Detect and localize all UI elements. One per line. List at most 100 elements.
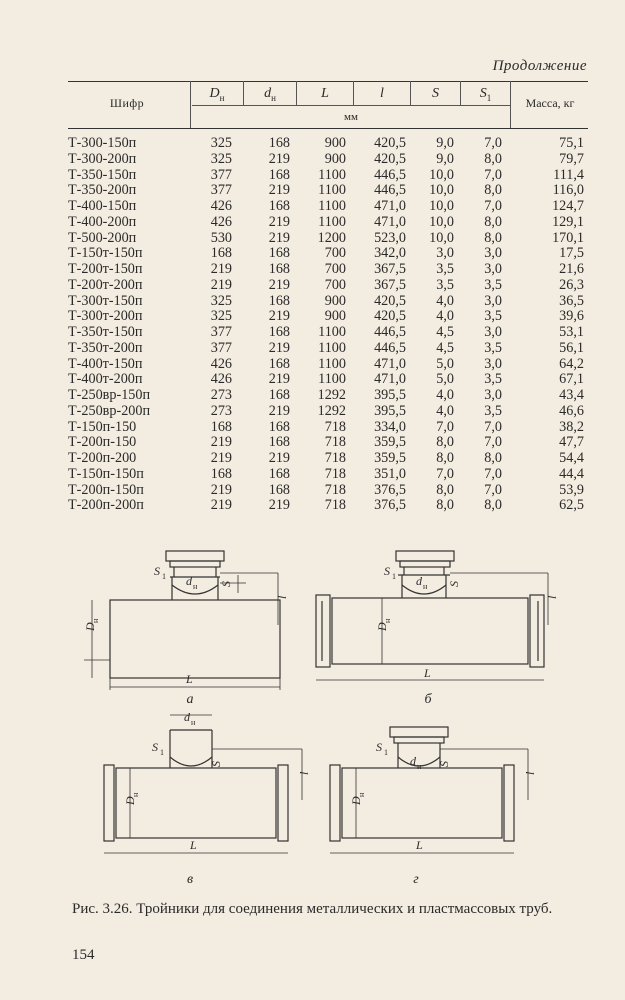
- table-cell: 718: [324, 465, 346, 482]
- table-cell: 900: [324, 135, 346, 151]
- header-divider: [190, 81, 191, 128]
- table-cell: 219: [210, 434, 232, 451]
- table-cell: 168: [268, 418, 290, 435]
- table-cell: 1100: [318, 213, 346, 230]
- table-cell: 219: [268, 150, 290, 167]
- table-cell: 168: [268, 434, 290, 451]
- table-cell: 718: [324, 497, 346, 514]
- table-cell: Т-200п-200п: [68, 497, 144, 514]
- table-cell: 219: [268, 497, 290, 514]
- header-col-L: L: [321, 86, 329, 101]
- table-cell: 168: [268, 245, 290, 262]
- table-cell: 219: [210, 261, 232, 277]
- table-cell: 219: [268, 450, 290, 466]
- table-cell: 718: [324, 481, 346, 498]
- table-cell: 4,5: [436, 339, 454, 356]
- table-cell: 523,0: [374, 229, 406, 246]
- table-cell: 420,5: [374, 150, 406, 167]
- table-cell: 168: [210, 245, 232, 262]
- panel-2-label-Dn-sub: н: [131, 792, 140, 797]
- table-cell: Т-200т-200п: [68, 276, 143, 293]
- panel-2-label-dn: d: [184, 710, 191, 724]
- table-cell: 3,5: [484, 339, 502, 356]
- header-mass: Масса, кг: [525, 96, 575, 110]
- table-cell: 1100: [318, 198, 346, 214]
- table-cell: 376,5: [374, 497, 406, 514]
- header-divider: [510, 81, 511, 128]
- panel-0-label-dn-sub: н: [193, 582, 198, 591]
- table-cell: 334,0: [374, 418, 406, 435]
- table-cell: 17,5: [559, 245, 584, 262]
- table-cell: 5,0: [436, 355, 454, 372]
- panel-b-drawing: [315, 550, 549, 681]
- table-cell: Т-150т-150п: [68, 245, 143, 262]
- table-cell: 426: [210, 371, 232, 388]
- table-cell: 426: [210, 198, 232, 214]
- table-cell: 168: [210, 465, 232, 482]
- table-cell: 129,1: [552, 213, 584, 230]
- panel-0-label-S1: S: [154, 564, 160, 578]
- panel-2-label-S: S: [209, 761, 223, 767]
- table-cell: 359,5: [374, 434, 406, 451]
- table-cell: Т-400-200п: [68, 213, 137, 230]
- table-cell: 219: [210, 276, 232, 293]
- table-cell: 10,0: [429, 229, 454, 246]
- table-cell: 10,0: [429, 166, 454, 183]
- table-cell: 10,0: [429, 198, 454, 214]
- table-cell: 64,2: [559, 355, 584, 372]
- table-cell: 446,5: [374, 324, 406, 340]
- panel-1-label-Dn: D: [375, 622, 389, 632]
- table-cell: Т-300-200п: [68, 150, 137, 167]
- panel-1-panel-letter: б: [424, 692, 432, 707]
- table-cell: 43,4: [559, 387, 584, 403]
- table-cell: 7,0: [484, 198, 502, 214]
- table-cell: Т-150п-150п: [68, 465, 144, 482]
- table-cell: 67,1: [559, 371, 584, 388]
- panel-1-label-S: S: [447, 581, 461, 587]
- table-cell: 7,0: [436, 418, 454, 435]
- table-cell: 219: [268, 402, 290, 419]
- table-cell: Т-200т-150п: [68, 261, 143, 277]
- table-cell: Т-150п-150: [68, 418, 137, 435]
- table-cell: 56,1: [559, 339, 584, 356]
- table-top-rule: [68, 81, 588, 82]
- table-cell: Т-350-150п: [68, 166, 137, 183]
- table-cell: 8,0: [484, 213, 502, 230]
- table-cell: 168: [268, 465, 290, 482]
- panel-2-panel-letter: в: [187, 872, 193, 887]
- table-cell: 168: [268, 135, 290, 151]
- table-cell: 116,0: [552, 182, 584, 199]
- table-cell: 7,0: [484, 135, 502, 151]
- table-cell: 168: [268, 198, 290, 214]
- panel-0-label-S1-sub: 1: [162, 572, 166, 581]
- continuation-label: Продолжение: [492, 58, 587, 74]
- panel-0-label-S: S: [219, 581, 233, 587]
- panel-3-label-dn: d: [410, 754, 417, 768]
- table-cell: 900: [324, 150, 346, 167]
- table-cell: 900: [324, 292, 346, 309]
- table-cell: Т-500-200п: [68, 229, 137, 246]
- table-cell: 377: [210, 166, 232, 183]
- table-cell: 219: [210, 497, 232, 514]
- panel-3-label-l: l: [523, 771, 537, 775]
- figure-caption: Рис. 3.26. Тройники для соединения метал…: [72, 901, 553, 917]
- table-cell: 9,0: [436, 150, 454, 167]
- table-cell: 376,5: [374, 481, 406, 498]
- panel-3-label-Dn: D: [349, 796, 363, 806]
- table-cell: 219: [268, 339, 290, 356]
- panel-a-drawing: [84, 550, 281, 690]
- table-cell: Т-200п-200: [68, 450, 137, 466]
- table-cell: 111,4: [553, 166, 584, 183]
- panel-3-label-S1-sub: 1: [384, 748, 388, 757]
- table-cell: 53,9: [559, 481, 584, 498]
- panel-1-label-L: L: [423, 666, 431, 680]
- table-cell: 3,0: [484, 355, 502, 372]
- panel-2-label-Dn: D: [123, 796, 137, 806]
- table-cell: 367,5: [374, 261, 406, 277]
